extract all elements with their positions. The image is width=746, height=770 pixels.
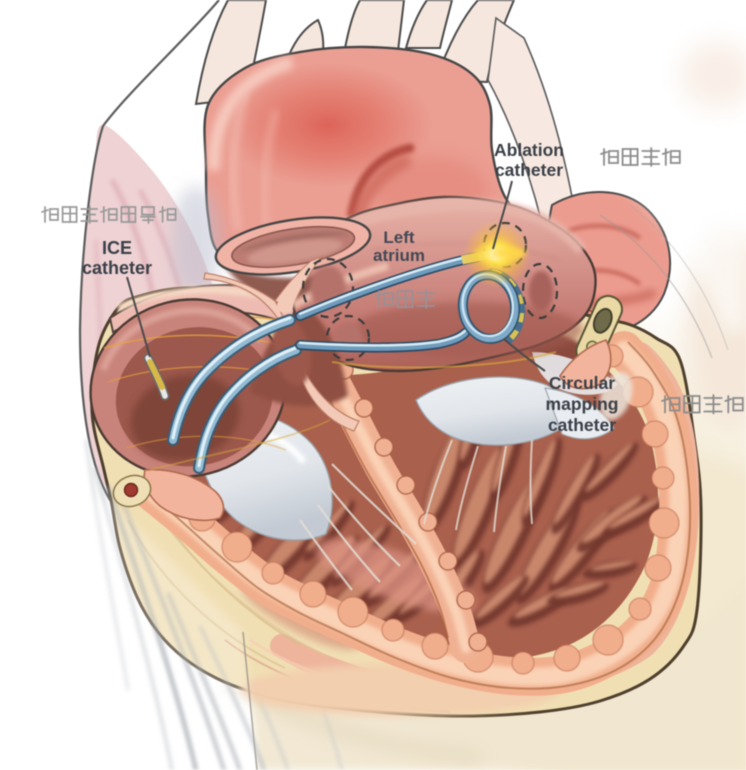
svg-text:catheter: catheter — [495, 160, 563, 180]
svg-text:mapping: mapping — [546, 394, 619, 414]
svg-text:catheter: catheter — [82, 258, 152, 278]
svg-text:catheter: catheter — [548, 415, 616, 435]
svg-text:ICE: ICE — [102, 238, 132, 258]
svg-text:atrium: atrium — [373, 246, 425, 265]
svg-text:Circular: Circular — [549, 373, 615, 393]
svg-text:Ablation: Ablation — [494, 140, 564, 160]
svg-text:Left: Left — [383, 228, 415, 247]
